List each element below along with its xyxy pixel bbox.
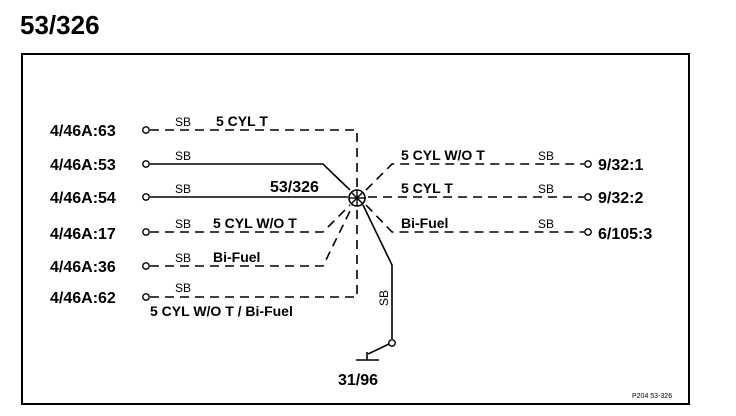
option-bi-fuel: Bi-Fuel [401, 215, 448, 231]
terminal [142, 193, 150, 201]
wire-color-label: SB [538, 182, 554, 196]
wire-36 [150, 206, 353, 267]
terminal [584, 193, 592, 201]
wire-color-label: SB [175, 281, 191, 295]
wire-color-label: SB [175, 182, 191, 196]
wire-color-label: SB [175, 217, 191, 231]
reference-code: P204 53-326 [632, 393, 672, 400]
terminal [142, 160, 150, 168]
terminal-circles [142, 126, 592, 347]
option-5-cyl-wo-t: 5 CYL W/O T [213, 215, 297, 231]
pin-4-46A-62: 4/46A:62 [50, 290, 116, 307]
wire-ground [362, 204, 393, 339]
pin-4-46A-36: 4/46A:36 [50, 259, 116, 276]
wire-color-label: SB [175, 251, 191, 265]
pin-4-46A-53: 4/46A:53 [50, 157, 116, 174]
option-5-cyl-t: 5 CYL T [216, 113, 268, 129]
wire-63 [150, 129, 358, 190]
terminal [142, 126, 150, 134]
option-5-cyl-wo-t: 5 CYL W/O T [401, 147, 485, 163]
pin-6-105-3: 6/105:3 [598, 226, 652, 243]
wire-53 [150, 163, 351, 191]
pin-9-32-2: 9/32:2 [598, 190, 643, 207]
ground-symbol [356, 343, 390, 361]
terminal [142, 228, 150, 236]
terminal [584, 228, 592, 236]
diagram-frame [21, 53, 690, 405]
wire-color-label: SB [538, 149, 554, 163]
option-5-cyl-t: 5 CYL T [401, 180, 453, 196]
option-labels: 5 CYL T 5 CYL W/O T Bi-Fuel 5 CYL W/O T … [150, 113, 485, 319]
pin-4-46A-63: 4/46A:63 [50, 123, 116, 140]
wire-9-32-1 [365, 163, 584, 191]
right-connectors: 9/32:1 9/32:2 6/105:3 [598, 157, 652, 243]
terminal [142, 262, 150, 270]
option-bi-fuel: Bi-Fuel [213, 249, 260, 265]
diagram-title: 53/326 [20, 10, 100, 40]
splice-label: 53/326 [270, 179, 319, 196]
left-connectors: 4/46A:63 4/46A:53 4/46A:54 4/46A:17 4/46… [50, 123, 116, 307]
pin-4-46A-17: 4/46A:17 [50, 226, 116, 243]
option-5-cyl-wo-t-bi-fuel: 5 CYL W/O T / Bi-Fuel [150, 303, 293, 319]
ground-label: 31/96 [338, 372, 378, 389]
splice-symbol [348, 189, 366, 207]
wire-6-105-3 [365, 204, 584, 233]
wire-color-labels: SB SB SB SB SB SB SB SB SB SB [175, 115, 554, 306]
terminal [584, 160, 592, 168]
wire-62 [150, 206, 358, 298]
terminal [142, 293, 150, 301]
wire-color-label: SB [538, 217, 554, 231]
pin-9-32-1: 9/32:1 [598, 157, 643, 174]
wire-color-label: SB [175, 149, 191, 163]
wire-color-label: SB [175, 115, 191, 129]
wires [150, 129, 584, 339]
pin-4-46A-54: 4/46A:54 [50, 190, 116, 207]
wire-color-label: SB [377, 290, 391, 306]
terminal [388, 339, 396, 347]
wire-17 [150, 204, 351, 233]
